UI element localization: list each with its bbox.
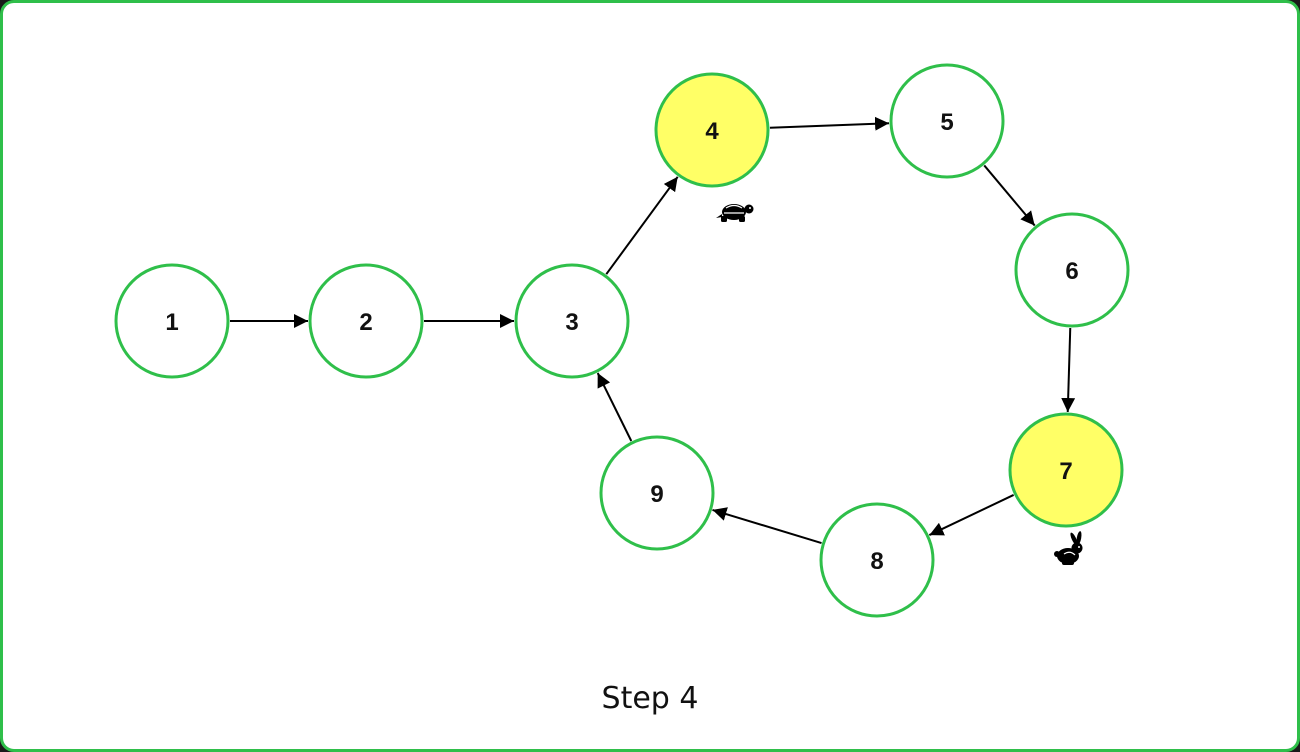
node-label: 8 [870, 548, 883, 575]
edge-layer [230, 116, 1076, 545]
node-9: 9 [599, 435, 715, 551]
node-layer: 1 2 3 4 5 6 7 8 9 [114, 63, 1130, 618]
step-caption: Step 4 [602, 681, 699, 716]
node-label: 2 [359, 309, 372, 336]
edge-5-to-6 [983, 164, 1036, 227]
node-circle [514, 263, 630, 379]
node-circle [1014, 212, 1130, 328]
node-circle-highlighted [1008, 412, 1124, 528]
edge-3-to-4 [605, 176, 679, 275]
node-circle [599, 435, 715, 551]
edge-6-to-7 [1061, 327, 1076, 413]
node-label: 4 [705, 118, 719, 145]
node-circle-highlighted [654, 72, 770, 188]
node-label: 1 [165, 309, 178, 336]
node-1: 1 [114, 263, 230, 379]
node-8: 8 [819, 502, 935, 618]
hare-icon [1053, 530, 1084, 566]
edge-9-to-3 [596, 372, 633, 442]
tortoise-icon [715, 203, 755, 223]
node-circle [889, 63, 1005, 179]
edge-7-to-8 [928, 494, 1015, 536]
node-5: 5 [889, 63, 1005, 179]
node-label: 9 [650, 481, 663, 508]
node-6: 6 [1014, 212, 1130, 328]
node-label: 6 [1065, 258, 1078, 285]
node-4: 4 [654, 72, 770, 223]
node-3: 3 [514, 263, 630, 379]
edge-4-to-5 [769, 116, 890, 131]
node-label: 5 [940, 109, 953, 136]
node-circle [819, 502, 935, 618]
node-label: 7 [1059, 458, 1072, 485]
node-2: 2 [308, 263, 424, 379]
edge-8-to-9 [712, 507, 822, 545]
linked-list-cycle-diagram: 1 2 3 4 5 6 7 8 9 Step 4 [114, 63, 1130, 716]
node-7: 7 [1008, 412, 1124, 566]
node-label: 3 [565, 309, 578, 336]
node-circle [114, 263, 230, 379]
node-circle [308, 263, 424, 379]
